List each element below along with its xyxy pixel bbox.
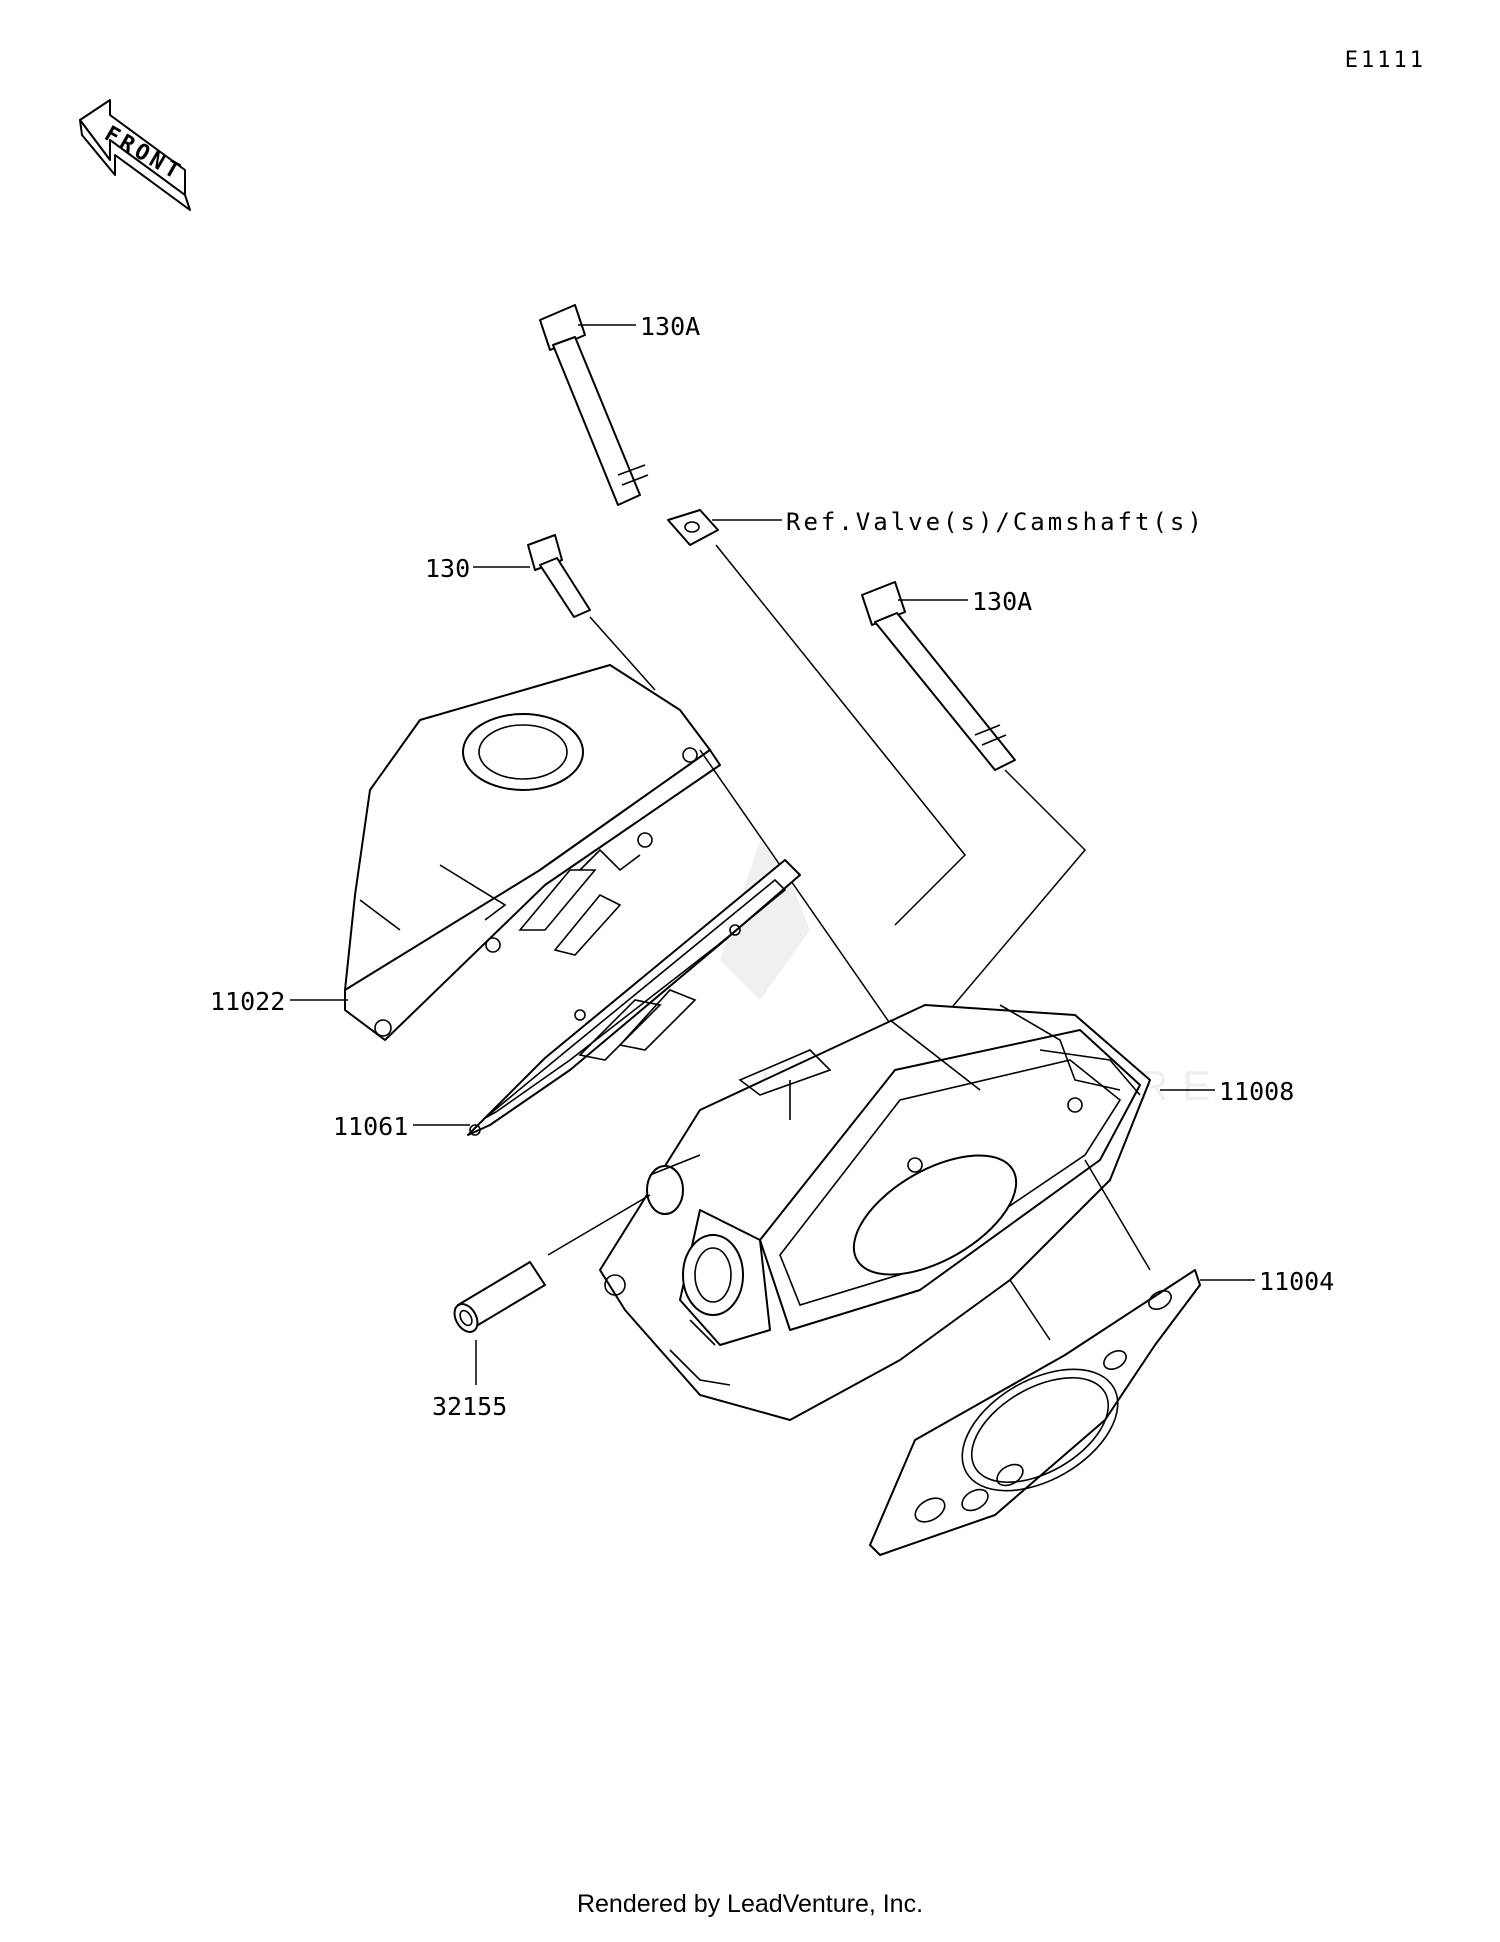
bolt-130a-top: [539, 304, 649, 506]
callout-130a-top: 130A: [640, 312, 700, 341]
footer-credit: Rendered by LeadVenture, Inc.: [576, 1890, 924, 1918]
callout-11022: 11022: [210, 987, 285, 1016]
cylinder-head-cover: [344, 664, 721, 1041]
bolt-130a-right: [861, 581, 1016, 771]
cover-gasket: [467, 859, 801, 1136]
callout-130: 130: [425, 554, 470, 583]
bolt-130: [527, 534, 591, 618]
callout-ref-valve: Ref.Valve(s)/Camshaft(s): [786, 508, 1205, 536]
callout-11061: 11061: [333, 1112, 408, 1141]
ref-valve-washer: [667, 509, 719, 546]
callout-32155: 32155: [432, 1392, 507, 1421]
callout-130a-right: 130A: [972, 587, 1032, 616]
front-arrow-icon: FRONT: [79, 99, 191, 211]
callout-11008: 11008: [1219, 1077, 1294, 1106]
oil-pipe: [453, 1261, 546, 1333]
cylinder-head: [599, 1004, 1151, 1421]
callout-11004: 11004: [1259, 1267, 1334, 1296]
diagram-code: E1111: [1344, 48, 1426, 73]
head-gasket: [869, 1269, 1201, 1556]
